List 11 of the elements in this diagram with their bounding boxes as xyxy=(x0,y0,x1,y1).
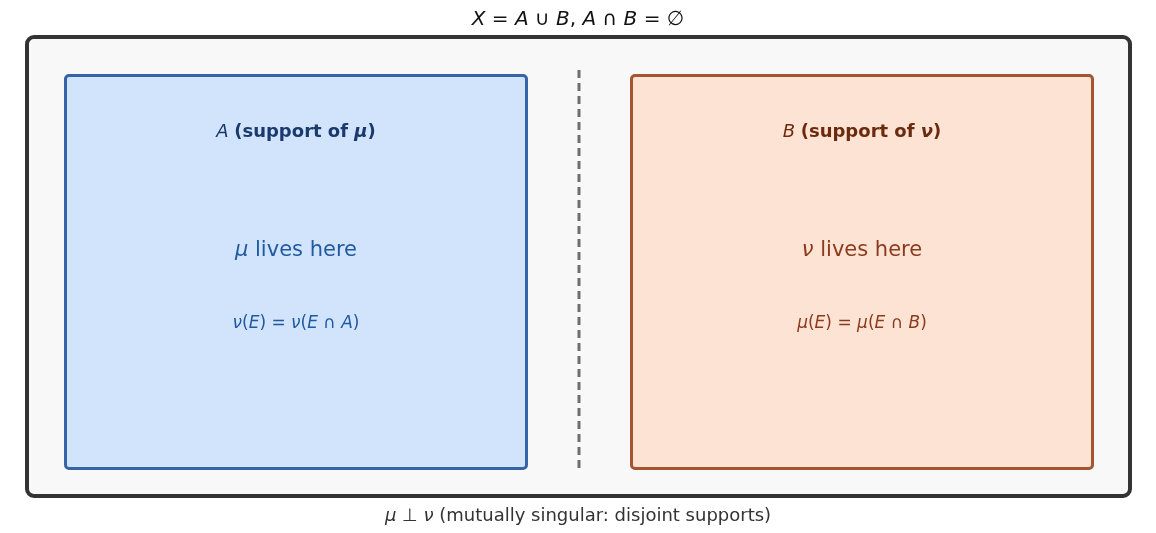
box-heading: B (support of ν) xyxy=(782,120,942,141)
outer-frame xyxy=(25,35,1132,498)
caption: μ ⊥ ν (mutually singular: disjoint supports) xyxy=(384,504,772,525)
box-text: μ lives here xyxy=(235,237,357,261)
title: X = A ∪ B, A ∩ B = ∅ xyxy=(471,6,685,30)
region-box xyxy=(630,74,1094,470)
formula: ν(E) = ν(E ∩ A) xyxy=(232,312,360,332)
box-heading: A (support of μ) xyxy=(216,120,376,141)
formula: μ(E) = μ(E ∩ B) xyxy=(797,312,927,332)
region-box xyxy=(64,74,528,470)
box-text: ν lives here xyxy=(801,237,923,261)
